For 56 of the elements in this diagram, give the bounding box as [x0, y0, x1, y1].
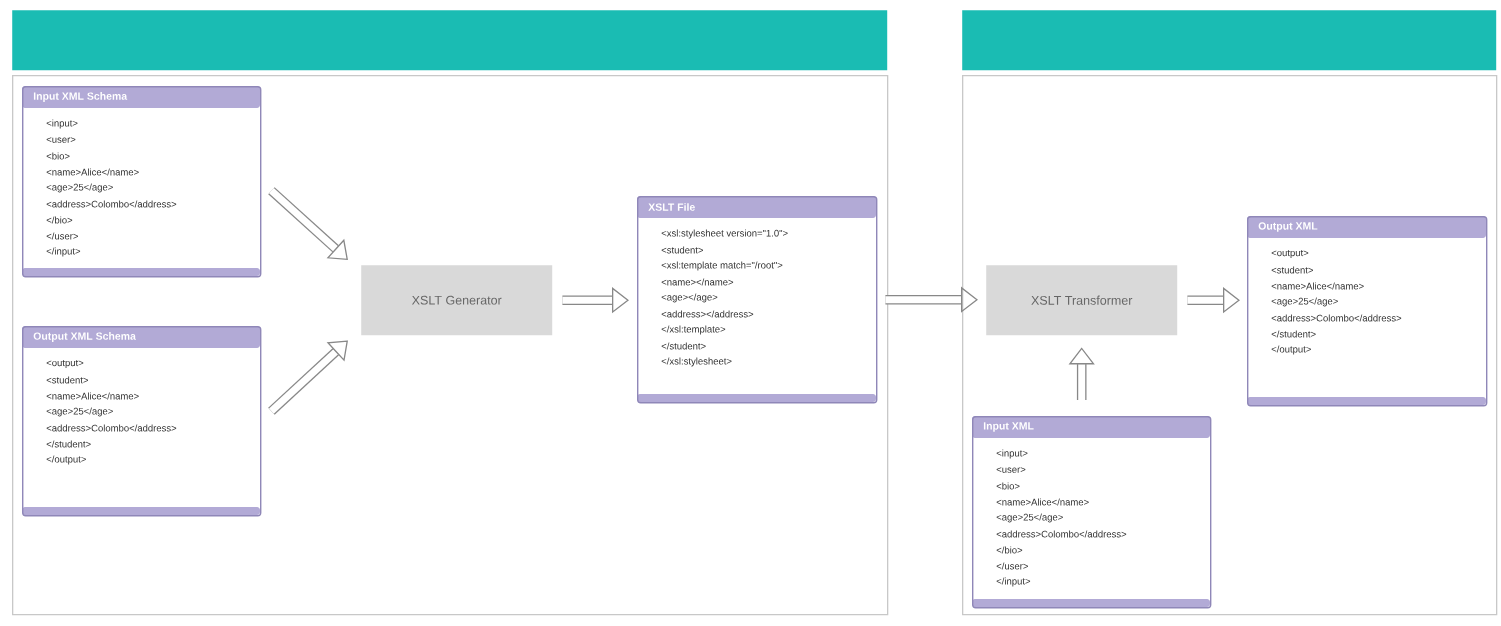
code-line: <user>	[46, 137, 76, 143]
code-line: <address>Colombo</address>	[1271, 314, 1402, 322]
code-line: <bio>	[46, 152, 70, 160]
code-line: </xsl:template>	[661, 325, 726, 335]
code-line: <age>25</age>	[46, 407, 113, 417]
code-line: </xsl:stylesheet>	[661, 357, 732, 367]
block-arrow	[1068, 347, 1095, 400]
header-band	[962, 10, 1497, 71]
code-line: <xsl:stylesheet version="1.0">	[661, 229, 788, 239]
code-line: <age>25</age>	[996, 513, 1063, 523]
code-line: <address>Colombo</address>	[996, 530, 1127, 538]
block-arrow	[885, 286, 978, 313]
card-title: Input XML Schema	[33, 92, 128, 102]
code-line: <name>Alice</name>	[46, 168, 139, 176]
code-line: <output>	[46, 359, 84, 369]
process-box: XSLT Transformer	[986, 265, 1178, 336]
code-line: <input>	[996, 449, 1028, 459]
code-line: </output>	[46, 455, 86, 465]
code-line: </student>	[46, 440, 91, 448]
block-arrow	[268, 340, 348, 415]
code-line: </student>	[661, 342, 706, 350]
code-line: <age>25</age>	[1271, 297, 1338, 307]
code-line: </bio>	[46, 216, 73, 224]
code-line: </input>	[46, 247, 81, 257]
code-line: <age>25</age>	[46, 183, 113, 193]
card-title: Input XML	[983, 422, 1034, 432]
code-line: <age></age>	[661, 293, 718, 303]
code-line: <name>Alice</name>	[996, 498, 1089, 506]
card-title: Output XML Schema	[33, 332, 136, 342]
code-line: </user>	[996, 562, 1028, 570]
code-line: <student>	[46, 376, 88, 384]
panel	[12, 75, 889, 616]
code-line: <address></address>	[661, 310, 754, 318]
code-line: <address>Colombo</address>	[46, 200, 177, 208]
card-title: Output XML	[1258, 222, 1318, 232]
code-line: <student>	[661, 246, 703, 254]
block-arrow	[268, 187, 348, 260]
card-title: XSLT File	[648, 203, 695, 211]
code-line: </input>	[996, 577, 1031, 587]
code-line: <name></name>	[661, 278, 734, 286]
code-line: </output>	[1271, 345, 1311, 355]
code-line: <input>	[46, 119, 78, 129]
code-line: </bio>	[996, 546, 1023, 554]
header-band	[12, 10, 888, 71]
code-line: <student>	[1271, 266, 1313, 274]
code-line: </user>	[46, 232, 78, 240]
code-line: <user>	[996, 467, 1026, 473]
code-line: <xsl:template match="/root">	[661, 261, 783, 271]
code-line: <bio>	[996, 482, 1020, 490]
code-line: <name>Alice</name>	[1271, 282, 1364, 290]
code-line: <output>	[1271, 249, 1309, 259]
code-line: <address>Colombo</address>	[46, 424, 177, 432]
code-line: <name>Alice</name>	[46, 392, 139, 400]
panel	[962, 75, 1498, 616]
process-box: XSLT Generator	[361, 265, 553, 336]
code-line: </student>	[1271, 330, 1316, 338]
